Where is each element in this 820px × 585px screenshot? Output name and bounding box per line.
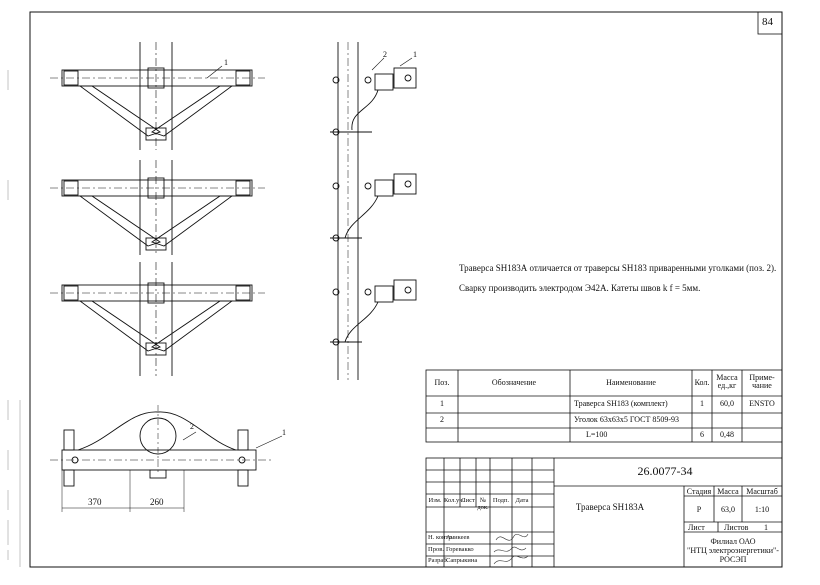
position-label-1-plan: 1 — [282, 428, 286, 437]
rev-header-date: Дата — [515, 497, 529, 504]
scale-value: 1:10 — [754, 505, 770, 514]
stage-value: Р — [696, 505, 702, 514]
rev-header-doc: № док. — [477, 497, 489, 511]
mass-value: 63,0 — [721, 505, 735, 514]
mass-label: Масса — [717, 487, 739, 496]
spec-row-1-mass: 60,0 — [720, 399, 734, 408]
signature-role-2: Пров. — [428, 546, 444, 553]
spec-row-2-name: Уголок 63x63x5 ГОСТ 8509-93 — [574, 415, 680, 424]
spec-header-mass: Масса ед.,кг — [716, 373, 738, 391]
item-name: Траверса SH183А — [575, 502, 645, 512]
spec-row-1-qty: 1 — [700, 399, 704, 408]
rev-header-change: Изм. — [428, 497, 442, 504]
note-2: Сварку производить электродом Э42А. Кате… — [459, 283, 701, 293]
stage-label: Стадия — [686, 487, 712, 496]
rev-header-count: Кол.уч. — [444, 497, 465, 504]
organization-line-1: Филиал ОАО — [710, 537, 756, 546]
spec-row-3-name: L=100 — [586, 430, 608, 439]
rev-header-sign: Подп. — [492, 497, 510, 504]
spec-row-1-note: ENSTO — [749, 399, 775, 408]
note-1: Траверса SH183А отличается от траверсы S… — [459, 263, 777, 273]
crossarm-view-3 — [50, 262, 265, 376]
left-margin-marks — [7, 70, 21, 567]
crossarm-view-2 — [50, 160, 265, 255]
crossarm-view-1 — [50, 42, 265, 150]
position-label-2-plan: 2 — [190, 422, 194, 431]
signature-role-1: Н. контр. — [428, 534, 454, 541]
spec-header-name: Наименование — [606, 378, 656, 387]
signature-name-2: Горевакко — [446, 546, 474, 553]
spec-row-3-qty: 6 — [700, 430, 704, 439]
rev-header-sheet: Лист — [461, 497, 475, 504]
spec-header-note: Приме-чание — [749, 373, 775, 391]
position-label-1-side: 1 — [413, 50, 417, 59]
signature-marks — [493, 533, 529, 565]
spec-header-designation: Обозначение — [491, 378, 537, 387]
dimension-260: 260 — [150, 497, 164, 507]
spec-row-3-mass: 0,48 — [720, 430, 734, 439]
organization-line-2: "НТЦ электроэнергетики"- — [687, 546, 779, 555]
spec-row-1-name: Траверса SH183 (комплект) — [574, 399, 668, 408]
pos1-leader-top — [206, 65, 223, 79]
organization-line-3: РОСЭП — [719, 555, 747, 564]
plan-view — [50, 405, 283, 512]
position-label-1: 1 — [224, 58, 228, 67]
position-label-2-side: 2 — [383, 50, 387, 59]
sheet-label: Лист — [688, 523, 705, 532]
page-number-box — [757, 11, 783, 35]
side-view — [330, 42, 417, 380]
signature-role-3: Разраб. — [428, 557, 449, 564]
spec-row-1-pos: 1 — [440, 399, 444, 408]
spec-row-2-pos: 2 — [440, 415, 444, 424]
spec-header-pos: Поз. — [434, 378, 450, 387]
spec-header-qty: Кол. — [694, 378, 710, 387]
dimension-370: 370 — [88, 497, 102, 507]
sheets-label: Листов — [724, 523, 749, 532]
sheets-value: 1 — [764, 523, 768, 532]
page-number: 84 — [762, 16, 773, 28]
sheet-frame — [29, 11, 783, 568]
signature-name-3: Сапрыкина — [446, 557, 478, 564]
document-code: 26.0077-34 — [637, 464, 693, 478]
signature-name-1: Аникеев — [446, 534, 470, 541]
scale-label: Масштаб — [746, 487, 778, 496]
spec-table-grid — [425, 369, 783, 443]
title-block-grid — [425, 457, 783, 568]
